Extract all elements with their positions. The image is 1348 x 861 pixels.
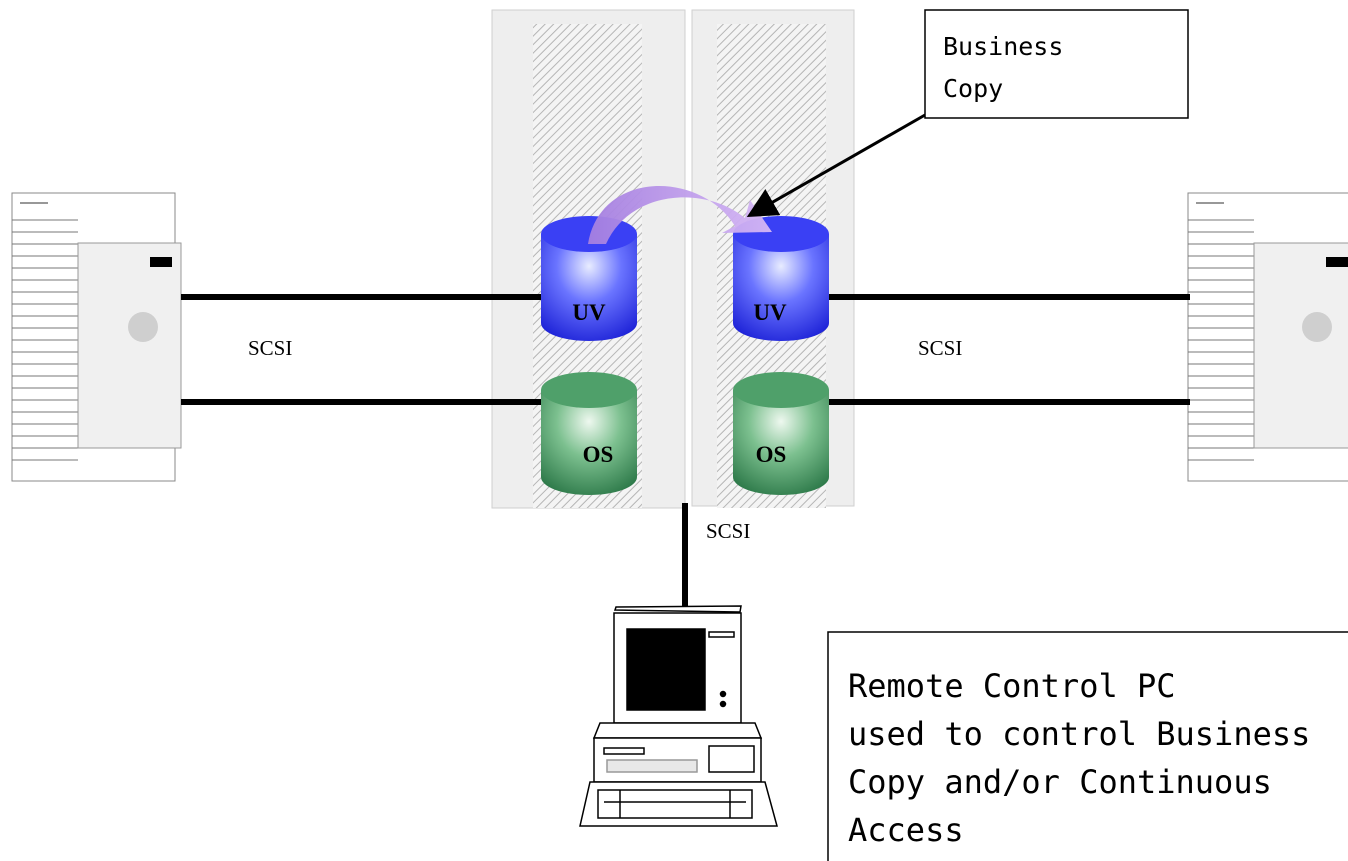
scsi-label-right: SCSI	[918, 336, 962, 360]
business-copy-line-2: Copy	[943, 74, 1003, 103]
uv-label-1: UV	[572, 300, 606, 325]
left-server	[11, 192, 182, 482]
scsi-label-bottom: SCSI	[706, 519, 750, 543]
remote-control-callout: Remote Control PC used to control Busine…	[827, 631, 1348, 861]
remote-control-line-4: Access	[848, 811, 964, 849]
remote-control-line-3: Copy and/or Continuous	[848, 763, 1272, 801]
remote-pc	[579, 605, 778, 827]
os-volume-2: OS	[733, 372, 829, 495]
os-volume-1: OS	[541, 372, 637, 495]
callout-pointer	[746, 113, 926, 217]
scsi-links	[181, 294, 1190, 611]
business-copy-line-1: Business	[943, 32, 1063, 61]
copy-arrow	[588, 186, 772, 244]
remote-control-line-1: Remote Control PC	[848, 667, 1176, 705]
uv-volume-1: UV	[541, 216, 637, 341]
right-server	[1187, 192, 1348, 482]
uv-label-2: UV	[753, 300, 787, 325]
remote-control-line-2: used to control Business	[848, 715, 1310, 753]
os-label-1: OS	[583, 442, 614, 467]
business-copy-callout: Business Copy	[746, 9, 1189, 217]
os-label-2: OS	[756, 442, 787, 467]
uv-volume-2: UV	[733, 216, 829, 341]
scsi-label-left: SCSI	[248, 336, 292, 360]
